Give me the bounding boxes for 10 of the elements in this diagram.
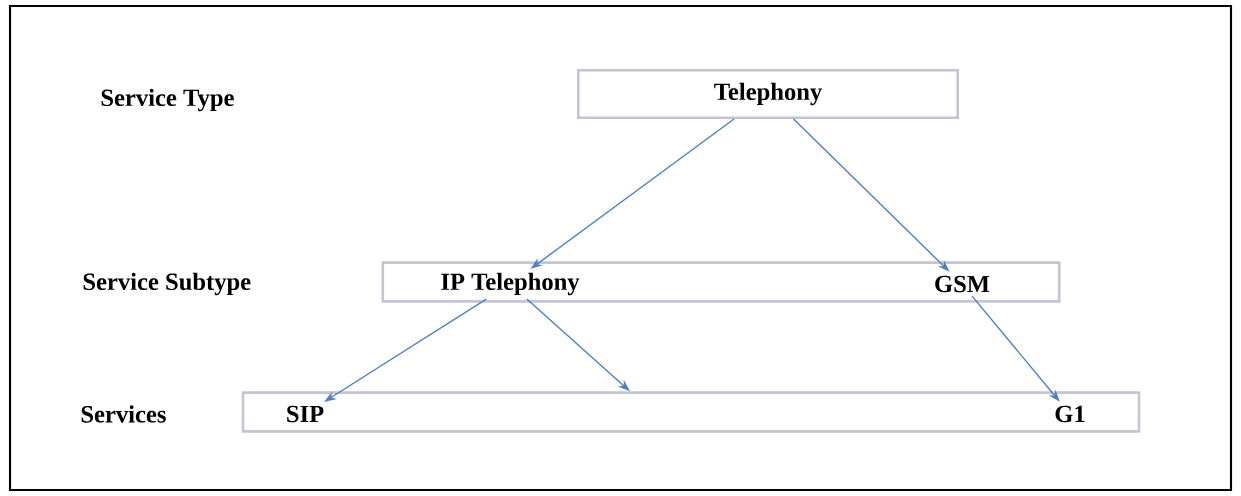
band-box [381,261,1061,303]
band-box [241,391,1141,433]
node-label: GSM [935,275,990,293]
row-label: Service Subtype [83,272,251,296]
row-label: Services [81,405,166,423]
process-box: Telephony [576,68,960,120]
node-label: G1 [1055,405,1085,423]
node-label: IP Telephony [441,272,580,296]
row-label: Service Type [101,88,234,112]
node-label: SIP [287,405,324,423]
